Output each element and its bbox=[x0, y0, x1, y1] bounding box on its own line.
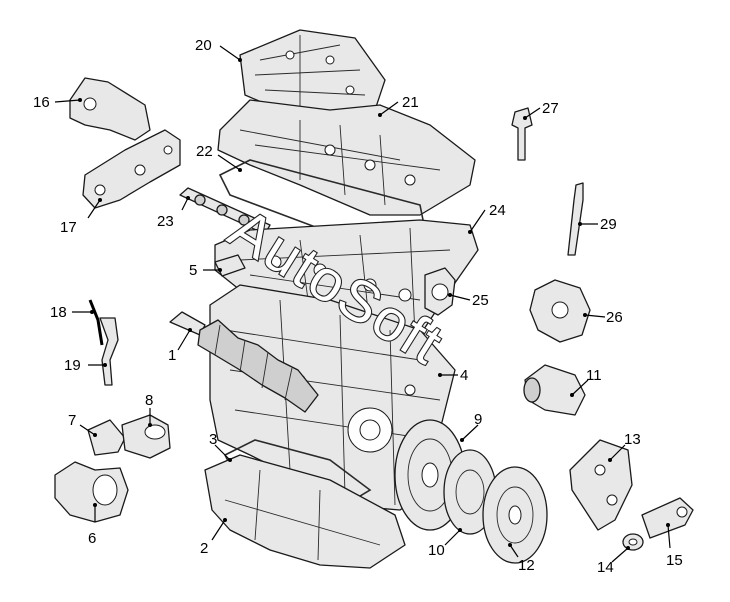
callout-14: 14 bbox=[597, 559, 614, 576]
accessory-bracket bbox=[569, 439, 633, 531]
callout-13: 13 bbox=[624, 431, 641, 448]
callout-8: 8 bbox=[145, 392, 153, 409]
water-pump bbox=[424, 267, 456, 316]
callout-15: 15 bbox=[666, 552, 683, 569]
leader-lines bbox=[54, 45, 671, 563]
mount-bracket bbox=[82, 129, 181, 209]
clutch-pressure-plate bbox=[482, 466, 548, 564]
callout-18: 18 bbox=[50, 304, 67, 321]
callout-7: 7 bbox=[68, 412, 76, 429]
dipstick bbox=[567, 182, 584, 256]
oil-filter-housing bbox=[121, 414, 171, 459]
oil-filter-assembly bbox=[54, 461, 129, 523]
callout-24: 24 bbox=[489, 202, 506, 219]
callout-10: 10 bbox=[428, 542, 445, 559]
callout-25: 25 bbox=[472, 292, 489, 309]
dipstick-tube bbox=[88, 299, 119, 386]
camshaft bbox=[179, 187, 271, 235]
callout-1: 1 bbox=[168, 347, 176, 364]
callout-2: 2 bbox=[200, 540, 208, 557]
oil-pan bbox=[204, 454, 406, 569]
callout-23: 23 bbox=[157, 213, 174, 230]
oil-pump bbox=[529, 279, 591, 343]
callout-9: 9 bbox=[474, 411, 482, 428]
sensor-small bbox=[87, 419, 126, 456]
callout-22: 22 bbox=[196, 143, 213, 160]
engine-mount-upper bbox=[69, 77, 151, 141]
callout-4: 4 bbox=[460, 367, 468, 384]
callout-16: 16 bbox=[33, 94, 50, 111]
callout-12: 12 bbox=[518, 557, 535, 574]
callout-20: 20 bbox=[195, 37, 212, 54]
callout-29: 29 bbox=[600, 216, 617, 233]
callout-5: 5 bbox=[189, 262, 197, 279]
mount-bushing bbox=[622, 533, 644, 551]
cylinder-head-cover bbox=[217, 99, 476, 216]
callout-19: 19 bbox=[64, 357, 81, 374]
callout-11: 11 bbox=[586, 367, 602, 384]
callout-3: 3 bbox=[209, 431, 217, 448]
callout-17: 17 bbox=[60, 219, 77, 236]
callout-27: 27 bbox=[542, 100, 559, 117]
starter-motor bbox=[523, 364, 586, 416]
callout-21: 21 bbox=[402, 94, 419, 111]
ignition-coil bbox=[511, 107, 533, 161]
rear-mount-link bbox=[641, 497, 694, 539]
callout-26: 26 bbox=[606, 309, 623, 326]
callout-6: 6 bbox=[88, 530, 96, 547]
